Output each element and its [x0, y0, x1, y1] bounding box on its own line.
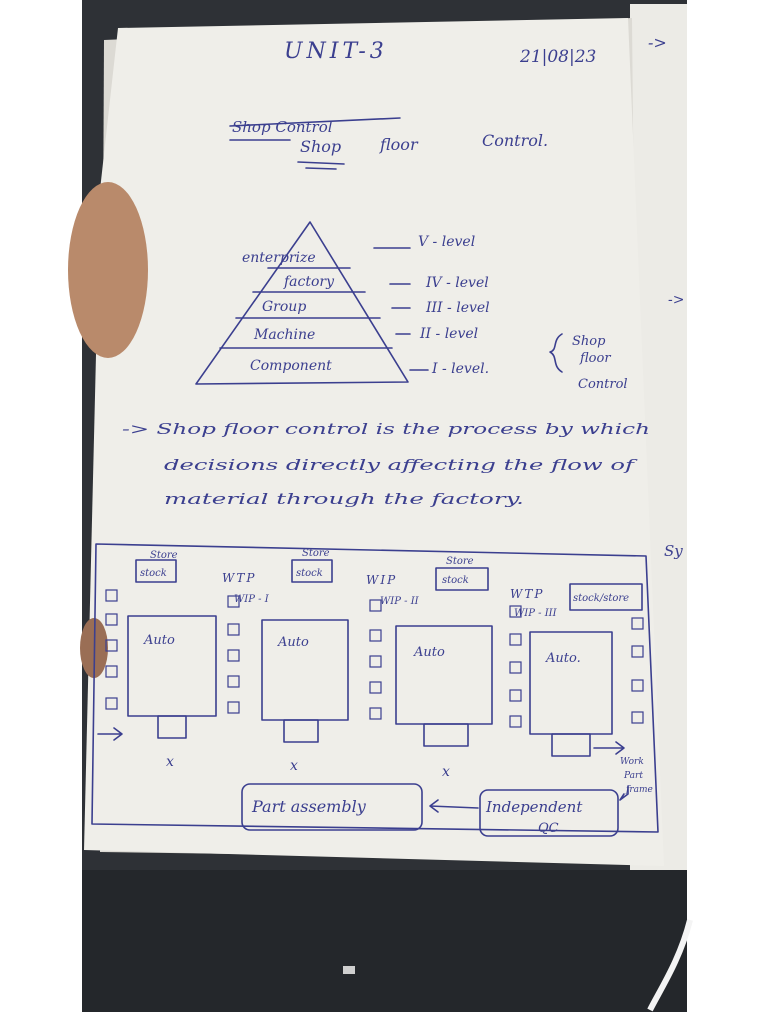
independent-qc-label: QC: [538, 821, 559, 836]
pyramid-level-label: I - level.: [431, 361, 489, 377]
store-label: Store: [302, 548, 330, 559]
pyramid-level-name: Component: [250, 358, 332, 374]
work-part-frame-label: frame: [625, 785, 653, 795]
pyramid-level-name: factory: [283, 274, 335, 290]
date-label: 21|08|23: [519, 47, 596, 67]
definition-line: decisions directly affecting the flow of: [164, 458, 638, 474]
brace-label: floor: [579, 351, 611, 366]
store-box: [135, 559, 177, 583]
machine-label: Auto.: [545, 651, 581, 666]
definition-line: -> Shop floor control is the process by …: [122, 422, 650, 438]
hierarchy-pyramid: [195, 221, 409, 385]
pyramid-level-label: III - level: [425, 300, 490, 316]
brace-label: Control: [578, 377, 628, 392]
struck-heading: Shop Control: [232, 118, 333, 136]
pyramid-level-label: II - level: [419, 326, 478, 342]
machine-label: Auto: [413, 645, 445, 660]
heading-word-floor: floor: [379, 135, 419, 154]
wip-label: WTP: [510, 587, 544, 601]
store-label: Store: [150, 550, 178, 561]
work-part-frame-label: Work: [620, 757, 644, 767]
store-label: stock: [296, 568, 323, 579]
part-assembly-label: Part assembly: [251, 797, 367, 816]
unit-title: UNIT-3: [284, 39, 388, 64]
store-box: [569, 583, 643, 611]
store-box: [291, 559, 333, 583]
store-label: stock: [140, 568, 167, 579]
part-assembly-box: [241, 783, 423, 831]
wip-label: WIP - I: [234, 594, 270, 605]
wip-label: WIP: [366, 573, 397, 587]
x-mark: x: [442, 764, 450, 780]
wip-label: WIP - III: [514, 608, 558, 619]
independent-qc-box: [479, 789, 619, 837]
margin-arrow-mid: ->: [668, 292, 684, 308]
x-mark: x: [166, 754, 174, 770]
margin-mark-sy: Sy: [664, 542, 683, 560]
machine-label: Auto: [143, 633, 175, 648]
factory-layout-diagram: [91, 543, 659, 833]
pyramid-level-name: Group: [262, 299, 306, 315]
independent-qc-label: Independent: [485, 798, 583, 816]
store-label: stock: [442, 575, 469, 586]
definition-line: material through the factory.: [164, 492, 524, 508]
wip-label: WIP - II: [380, 596, 420, 607]
store-label: stock/store: [573, 593, 629, 604]
work-part-frame-label: Part: [623, 771, 643, 781]
pyramid-level-label: V - level: [418, 234, 475, 250]
store-box: [435, 567, 489, 591]
pyramid-level-name: enterprize: [242, 250, 316, 266]
pyramid-level-label: IV - level: [425, 275, 489, 291]
wip-label: WTP: [222, 571, 256, 585]
heading-word-control: Control.: [482, 131, 548, 150]
brace-label: Shop: [572, 334, 606, 349]
brace: [549, 333, 563, 373]
margin-arrow-top: ->: [648, 33, 667, 52]
heading-word-shop: Shop: [300, 137, 341, 156]
machine-label: Auto: [277, 635, 309, 650]
x-mark: x: [290, 758, 298, 774]
store-label: Store: [446, 556, 474, 567]
pyramid-level-name: Machine: [253, 327, 315, 343]
